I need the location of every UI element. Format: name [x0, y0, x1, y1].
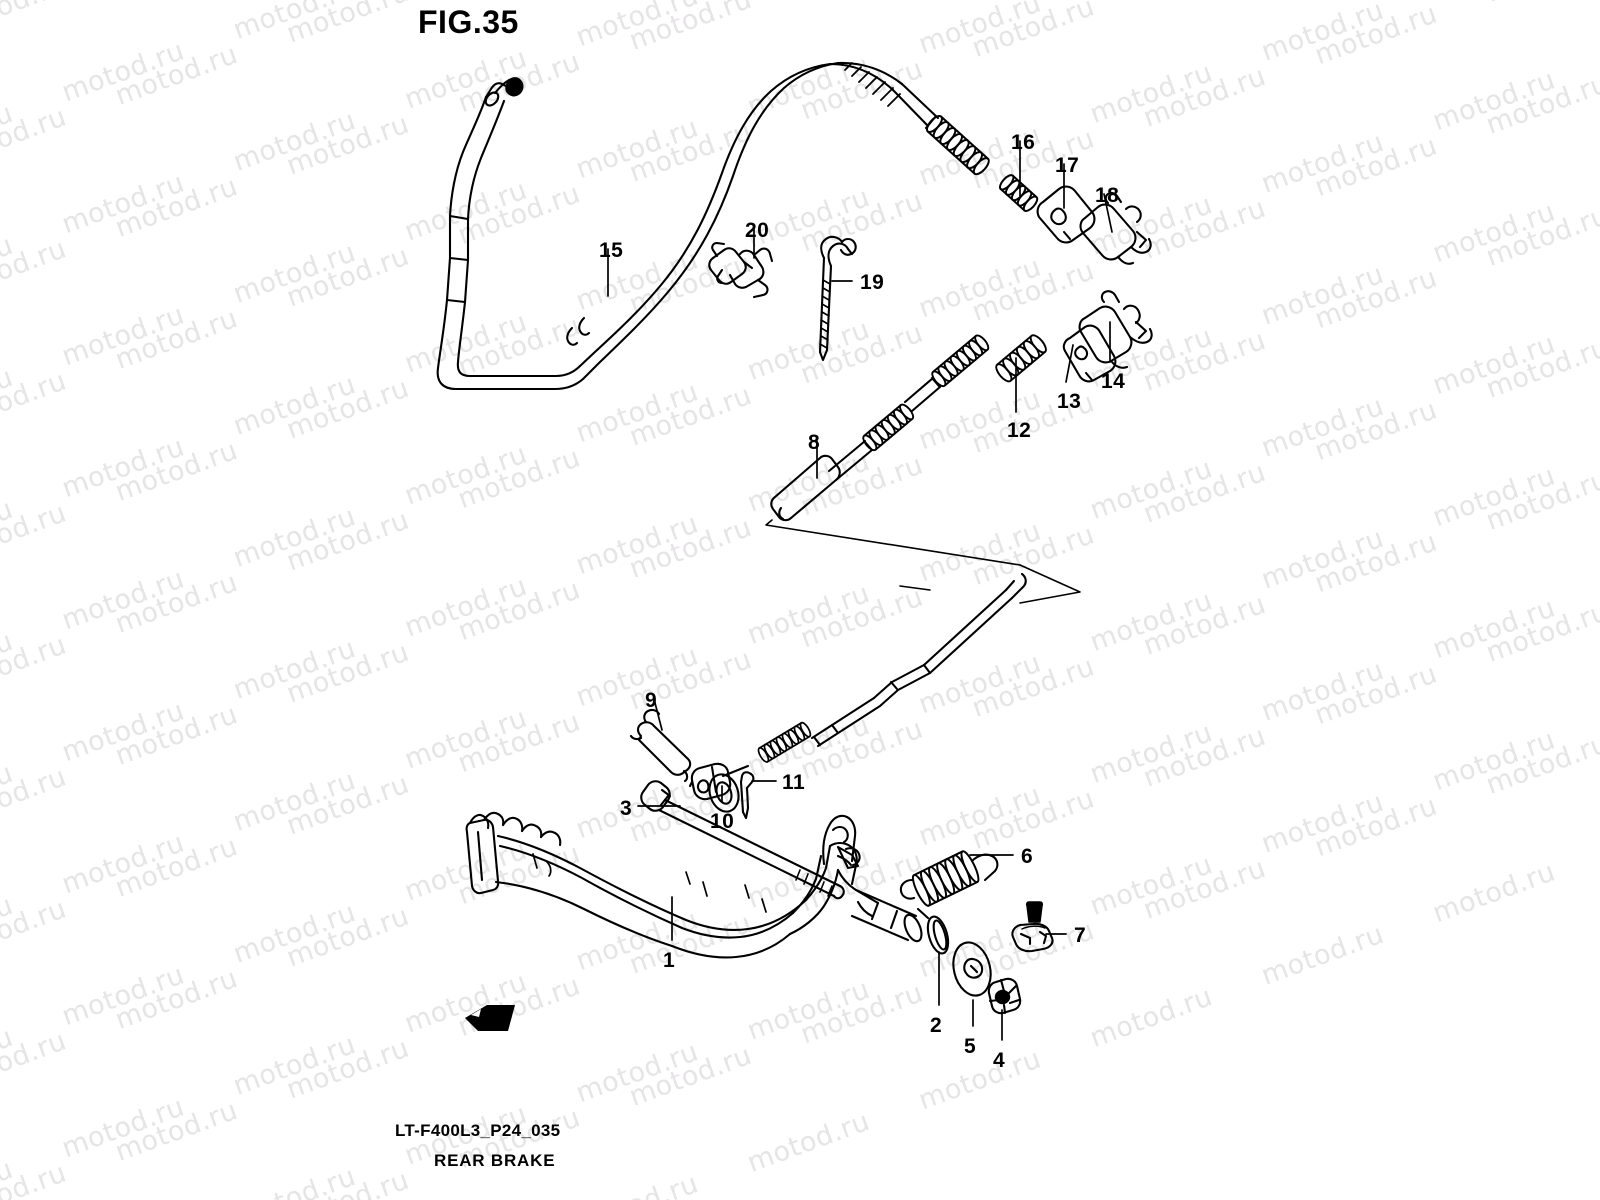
part-7-stopper-bolt — [1011, 901, 1054, 953]
callout-number-2: 2 — [930, 1014, 943, 1037]
cable-end-nipple — [484, 77, 524, 107]
part-12-spring — [995, 334, 1047, 383]
callout-number-15: 15 — [599, 239, 624, 262]
callout-number-3: 3 — [620, 797, 633, 820]
figure-title: FIG.35 — [418, 4, 519, 40]
cable-coil-16 — [925, 114, 990, 176]
part-2-o-ring — [926, 915, 950, 955]
part-4-nut — [987, 977, 1022, 1015]
callout-number-17: 17 — [1055, 154, 1080, 177]
callout-number-14: 14 — [1101, 370, 1126, 393]
part-6-return-spring — [899, 850, 999, 920]
callout-number-6: 6 — [1021, 845, 1034, 868]
callout-number-5: 5 — [964, 1035, 977, 1058]
leader-lines — [607, 140, 1113, 1041]
callout-number-13: 13 — [1057, 390, 1082, 413]
part-11-cotter-pin — [739, 771, 755, 820]
callout-number-16: 16 — [1011, 131, 1036, 154]
part-3-bolt — [640, 780, 845, 900]
cable-bend-detail-2 — [566, 326, 579, 346]
part-20-clamp — [708, 241, 774, 299]
part-13-sleeve — [1062, 324, 1117, 383]
part-16-spring — [998, 174, 1039, 212]
diagram-name: REAR BRAKE — [434, 1151, 556, 1170]
part-17-sleeve — [1036, 185, 1096, 244]
part-9-pin — [629, 708, 692, 783]
callout-number-8: 8 — [808, 431, 821, 454]
callout-number-19: 19 — [860, 271, 885, 294]
parking-brake-cable-outline — [436, 61, 840, 391]
part-14-adjuster — [1078, 290, 1153, 369]
leader-line-18 — [1103, 193, 1113, 233]
callout-number-9: 9 — [645, 689, 658, 712]
callout-number-18: 18 — [1095, 184, 1120, 207]
leader-line-9 — [653, 698, 663, 731]
callout-number-1: 1 — [663, 949, 676, 972]
fwd-arrow-marker — [465, 1005, 515, 1031]
part-1-brake-pedal — [465, 811, 923, 959]
upper-cable-run — [828, 61, 940, 130]
cable-break-zigzag — [765, 519, 1081, 604]
part-8-cable-lower-segment — [688, 572, 1027, 801]
callout-number-12: 12 — [1007, 419, 1032, 442]
part-5-washer — [952, 941, 992, 997]
leader-line-13 — [1065, 344, 1074, 383]
callout-number-20: 20 — [745, 219, 770, 242]
part-10-washer — [708, 773, 740, 813]
part-19-cable-tie — [818, 235, 857, 362]
callout-number-11: 11 — [782, 771, 806, 794]
cable-spring-wrap-16 — [844, 62, 901, 107]
callout-number-4: 4 — [993, 1049, 1006, 1072]
diagram-code: LT-F400L3_P24_035 — [395, 1121, 561, 1140]
part-18-adjuster — [1079, 191, 1152, 265]
cable-sleeve-left — [445, 214, 470, 304]
cable-bend-detail — [578, 316, 591, 336]
callout-number-7: 7 — [1074, 924, 1087, 947]
part-8-cable-top-segment — [770, 334, 990, 522]
callout-number-10: 10 — [710, 810, 735, 833]
